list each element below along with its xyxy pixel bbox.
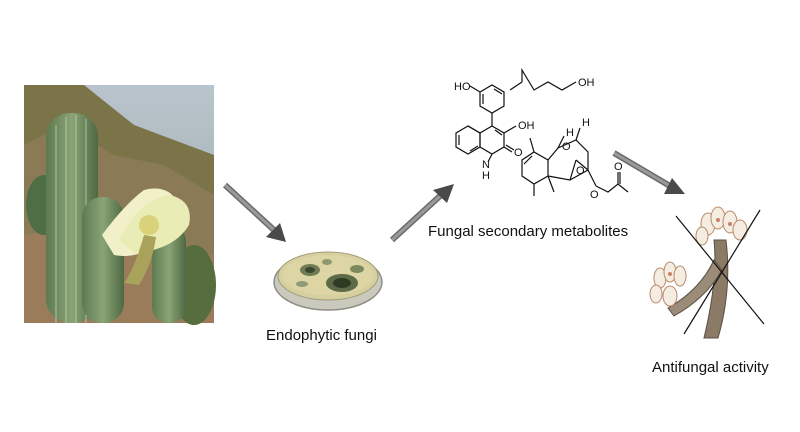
cross-icon	[675, 215, 765, 325]
cactus-photo	[24, 85, 216, 325]
hydroxyl-label: OH	[578, 77, 595, 89]
ring-oxygen-label: O	[562, 141, 571, 153]
chemical-structures: HO OH O N H OH O H H O O O	[454, 67, 629, 201]
hydrogen-label: H	[482, 170, 490, 182]
arrow-icon	[389, 184, 454, 243]
endophytic-fungi-label: Endophytic fungi	[266, 327, 377, 344]
cross-icon	[683, 209, 761, 335]
arrow-icon	[612, 150, 685, 194]
arrow-icon	[222, 182, 286, 242]
fungus-icon	[649, 206, 765, 339]
epoxide-oxygen-label: O	[576, 165, 585, 177]
hydrogen-label: H	[582, 117, 590, 129]
ester-oxygen-label: O	[590, 189, 599, 201]
metabolites-label: Fungal secondary metabolites	[428, 223, 629, 240]
carbonyl-label: O	[614, 161, 623, 173]
hydroxyl-label: OH	[518, 120, 535, 132]
hydrogen-label: H	[566, 127, 574, 139]
nitrogen-label: N	[482, 159, 490, 171]
hydroxyl-label: HO	[454, 81, 471, 93]
antifungal-label: Antifungal activity	[652, 359, 769, 376]
carbonyl-label: O	[514, 147, 523, 159]
petri-dish-icon	[273, 251, 383, 311]
